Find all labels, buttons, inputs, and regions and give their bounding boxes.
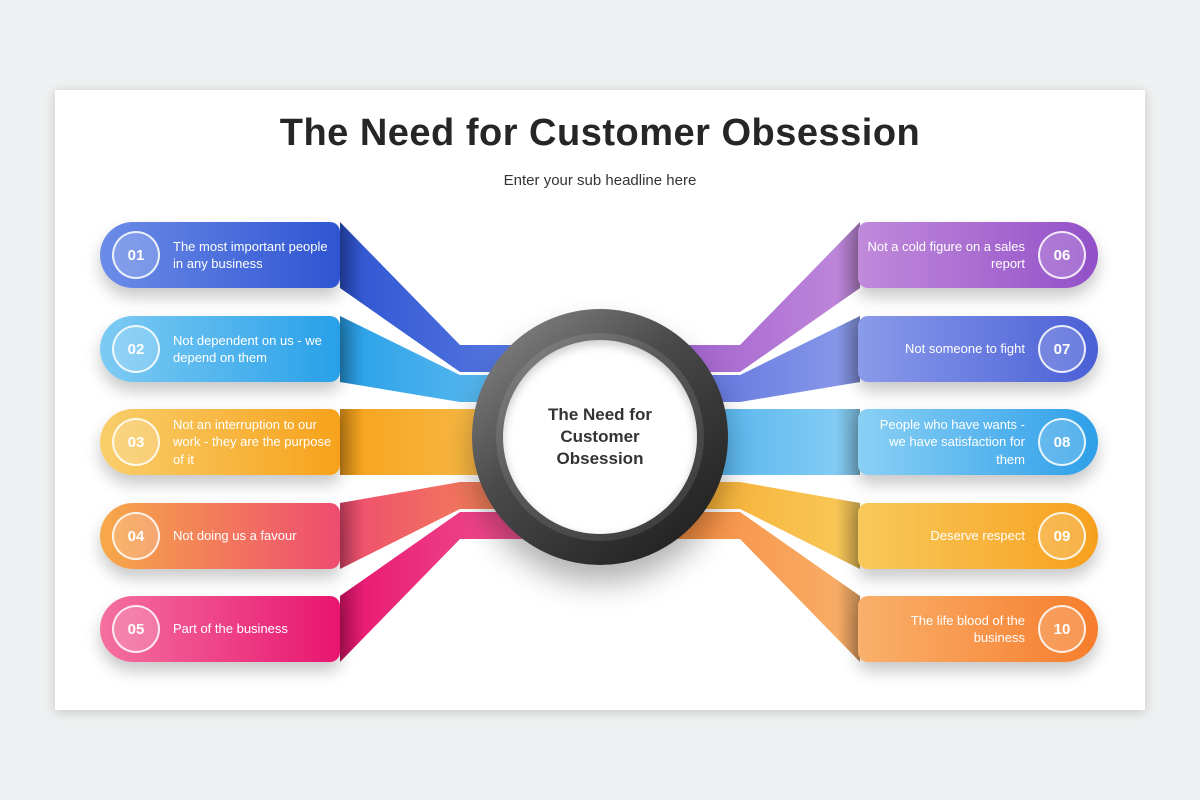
item-text: The life blood of the business [910, 612, 1025, 645]
item-pill-09: 09 Deserve respect [858, 503, 1098, 569]
item-text: Not doing us a favour [173, 528, 297, 544]
item-text: Deserve respect [930, 528, 1025, 544]
item-number-badge: 02 [112, 325, 160, 373]
center-inner-circle: The Need for Customer Obsession [503, 340, 697, 534]
item-number-badge: 03 [112, 418, 160, 466]
item-pill-03: 03 Not an interruption to our work - the… [100, 409, 340, 475]
slide-subtitle: Enter your sub headline here [503, 172, 697, 189]
item-text: Not someone to fight [905, 341, 1025, 357]
item-number-badge: 04 [112, 512, 160, 560]
slide-title: The Need for Customer Obsession [279, 112, 921, 154]
item-text: Not a cold figure on a sales report [867, 238, 1025, 271]
item-pill-04: 04 Not doing us a favour [100, 503, 340, 569]
item-number-badge: 09 [1038, 512, 1086, 560]
item-number-badge: 10 [1038, 605, 1086, 653]
item-text: Not an interruption to our work - they a… [173, 417, 332, 467]
item-pill-10: 10 The life blood of the business [858, 596, 1098, 662]
item-number-badge: 05 [112, 605, 160, 653]
item-pill-01: 01 The most important people in any busi… [100, 222, 340, 288]
item-pill-06: 06 Not a cold figure on a sales report [858, 222, 1098, 288]
slide-canvas: The Need for Customer Obsession Enter yo… [55, 90, 1145, 710]
item-number-badge: 06 [1038, 231, 1086, 279]
item-number-badge: 01 [112, 231, 160, 279]
item-pill-05: 05 Part of the business [100, 596, 340, 662]
item-pill-02: 02 Not dependent on us - we depend on th… [100, 316, 340, 382]
item-number-badge: 07 [1038, 325, 1086, 373]
item-text: People who have wants - we have satisfac… [879, 417, 1025, 467]
item-text: The most important people in any busines… [173, 238, 328, 271]
item-pill-07: 07 Not someone to fight [858, 316, 1098, 382]
item-text: Part of the business [173, 621, 288, 637]
center-circle: The Need for Customer Obsession [472, 309, 728, 565]
item-pill-08: 08 People who have wants - we have satis… [858, 409, 1098, 475]
center-title: The Need for Customer Obsession [548, 404, 652, 469]
item-text: Not dependent on us - we depend on them [173, 332, 322, 365]
item-number-badge: 08 [1038, 418, 1086, 466]
